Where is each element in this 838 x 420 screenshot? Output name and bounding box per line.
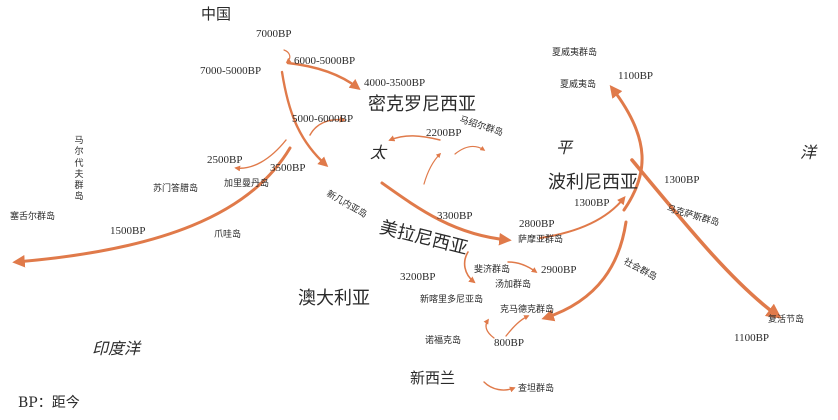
- label-indian-ocean: 印度洋: [92, 339, 141, 358]
- date-1500: 1500BP: [110, 225, 146, 237]
- label-new-caledonia: 新喀里多尼亚岛: [420, 295, 484, 305]
- label-sumatra: 苏门答腊岛: [153, 184, 199, 194]
- date-3200: 3200BP: [400, 271, 436, 283]
- label-hawaii-island: 夏威夷岛: [560, 80, 597, 90]
- route-nz-to-chatham: [483, 381, 516, 393]
- route-to-hawaii: [609, 85, 644, 212]
- date-7000-5000: 7000-5000BP: [200, 65, 262, 77]
- date-2500: 2500BP: [207, 154, 243, 166]
- label-new-zealand: 新西兰: [410, 369, 456, 387]
- legend-bp: BP：距今: [18, 395, 80, 411]
- route-samoa-to-polynesia: [539, 196, 626, 239]
- route-nz-to-kermadec: [505, 315, 530, 337]
- route-to-madagascar: [12, 146, 292, 268]
- date-1300-polynesia: 1300BP: [664, 174, 700, 186]
- label-pacific-2: 平: [556, 138, 573, 157]
- route-to-5000-6000: [309, 116, 346, 136]
- date-6000-5000: 6000-5000BP: [294, 55, 356, 67]
- date-1100-easter: 1100BP: [734, 332, 770, 344]
- route-nz-to-norfolk: [483, 318, 495, 339]
- label-samoa: 萨摩亚群岛: [518, 235, 564, 245]
- label-kalimantan: 加里曼丹岛: [224, 179, 270, 189]
- route-china-to-micronesia: [286, 61, 361, 91]
- route-to-easter-island: [630, 158, 782, 319]
- route-to-new-zealand: [541, 220, 628, 322]
- date-3500: 3500BP: [270, 162, 306, 174]
- label-easter-island: 复活节岛: [768, 315, 805, 325]
- route-china-to-borneo: [280, 70, 329, 168]
- label-australia: 澳大利亚: [298, 288, 370, 309]
- date-1100-hawaii: 1100BP: [618, 70, 654, 82]
- label-hawaii-islands: 夏威夷群岛: [552, 48, 598, 58]
- date-2200: 2200BP: [426, 127, 462, 139]
- label-java: 爪哇岛: [214, 230, 242, 240]
- label-pacific-3: 洋: [800, 143, 817, 162]
- date-4000-3500: 4000-3500BP: [364, 77, 426, 89]
- date-7000: 7000BP: [256, 28, 292, 40]
- date-1300-samoa: 1300BP: [574, 197, 610, 209]
- label-maldives: 马尔代夫群岛: [74, 136, 84, 203]
- date-2800: 2800BP: [519, 218, 555, 230]
- label-tonga: 汤加群岛: [495, 280, 532, 290]
- route-micronesia-hop: [423, 152, 442, 185]
- label-pacific-1: 太: [370, 143, 387, 162]
- route-new-guinea-to-samoa: [380, 181, 512, 246]
- date-5000-6000: 5000-6000BP: [292, 113, 354, 125]
- label-china: 中国: [201, 5, 232, 23]
- label-norfolk: 诺福克岛: [425, 336, 462, 346]
- route-fiji-down: [463, 251, 476, 284]
- route-fiji-to-tonga: [507, 261, 538, 274]
- label-kermadec: 克马德克群岛: [500, 305, 555, 315]
- label-polynesia: 波利尼西亚: [548, 172, 638, 193]
- route-7000-nub: [283, 49, 292, 63]
- date-800: 800BP: [494, 337, 524, 349]
- label-seychelles: 塞舌尔群岛: [10, 212, 56, 222]
- date-2900: 2900BP: [541, 264, 577, 276]
- date-3300: 3300BP: [437, 210, 473, 222]
- label-fiji: 斐济群岛: [474, 265, 511, 275]
- route-marshall-hop: [454, 145, 486, 155]
- label-chatham: 查坦群岛: [518, 384, 555, 394]
- route-to-sumatra: [234, 139, 287, 172]
- label-micronesia: 密克罗尼西亚: [368, 94, 476, 115]
- route-2200-west: [388, 135, 441, 142]
